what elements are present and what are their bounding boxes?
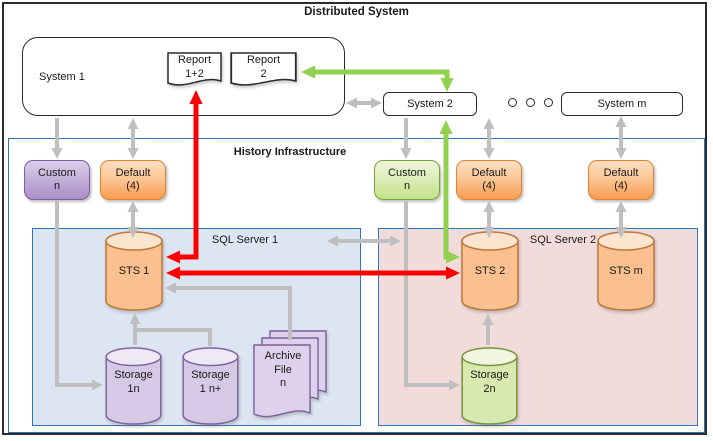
system2-label: System 2 [407, 98, 453, 110]
custom-n-left-node: Custom n [24, 160, 90, 200]
document-shape [230, 52, 297, 86]
sts-2-cylinder: STS 2 [461, 231, 519, 311]
outer-frame [2, 2, 707, 435]
archive-file-shape: Archive File n [253, 330, 327, 422]
cylinder-shape [461, 347, 518, 425]
stacked-documents-shape [253, 330, 327, 418]
sts-1-label: STS 1 [118, 265, 150, 277]
sts-m-cylinder: STS m [597, 231, 655, 311]
cylinder-shape [461, 231, 519, 311]
system1-label: System 1 [39, 70, 85, 83]
cylinder-shape [182, 347, 239, 425]
storage-1n-cylinder: Storage 1n [105, 347, 162, 425]
systemm-label: System m [597, 98, 647, 110]
cylinder-shape [105, 231, 163, 311]
storage-2n-label: Storage 2n [470, 369, 509, 395]
default-4-mid-node: Default (4) [456, 160, 522, 200]
default-4-left-node: Default (4) [100, 160, 166, 200]
cylinder-shape [105, 347, 162, 425]
sql-server-1-label: SQL Server 1 [211, 234, 279, 246]
default-4-right-node: Default (4) [588, 160, 654, 200]
ellipsis-dot [526, 98, 535, 107]
sts-2-label: STS 2 [474, 265, 506, 277]
archive-file-label: Archive File n [264, 350, 302, 389]
storage-1n-label: Storage 1n [114, 369, 153, 395]
systemm-box: System m [561, 92, 683, 116]
storage-2n-cylinder: Storage 2n [461, 347, 518, 425]
history-infrastructure-label: History Infrastructure [233, 146, 347, 158]
diagram-title: Distributed System [304, 6, 409, 18]
ellipsis-dot [508, 98, 517, 107]
document-shape [167, 52, 222, 86]
report-2-label: Report 2 [246, 54, 281, 80]
storage-1np-cylinder: Storage 1 n+ [182, 347, 239, 425]
report-2-document: Report 2 [230, 52, 297, 92]
report-1-2-document: Report 1+2 [167, 52, 222, 92]
ellipsis-dot [544, 98, 553, 107]
system2-box: System 2 [383, 92, 477, 116]
sts-1-cylinder: STS 1 [105, 231, 163, 311]
custom-n-right-node: Custom n [374, 160, 440, 200]
sts-m-label: STS m [609, 265, 643, 277]
report-1-2-label: Report 1+2 [177, 54, 212, 80]
sql-server-2-label: SQL Server 2 [529, 234, 597, 246]
storage-1np-label: Storage 1 n+ [191, 369, 230, 395]
cylinder-shape [597, 231, 655, 311]
